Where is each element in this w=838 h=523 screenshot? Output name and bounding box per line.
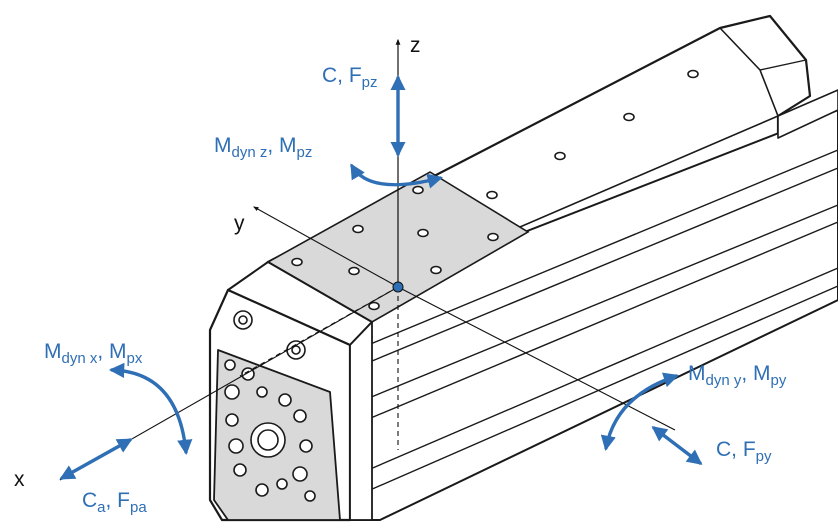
label-c-fpz: C, Fpz xyxy=(322,64,378,91)
mpy-arrow xyxy=(600,372,679,452)
fpa-arrow xyxy=(59,438,133,480)
x-axis-label: x xyxy=(14,468,25,491)
mpx-arrow xyxy=(108,362,193,456)
y-axis-line xyxy=(253,206,399,288)
mpz-arrow xyxy=(350,163,443,189)
load-arrows xyxy=(59,74,703,480)
mounting-holes xyxy=(291,69,699,311)
label-mdyn-x-mpx: Mdyn x, Mpx xyxy=(44,340,143,367)
z-axis-label: z xyxy=(410,34,421,57)
origin-point xyxy=(392,281,404,293)
label-ca-fpa: Ca, Fpa xyxy=(82,489,147,516)
label-mdyn-y-mpy: Mdyn y, Mpy xyxy=(688,362,787,389)
end-block-screws xyxy=(224,310,316,502)
x-axis-dashed xyxy=(239,286,399,377)
y-axis-label: y xyxy=(234,212,245,235)
label-mdyn-z-mpz: Mdyn z, Mpz xyxy=(214,134,312,161)
fpy-arrow xyxy=(651,426,703,465)
label-c-fpy: C, Fpy xyxy=(716,438,772,465)
